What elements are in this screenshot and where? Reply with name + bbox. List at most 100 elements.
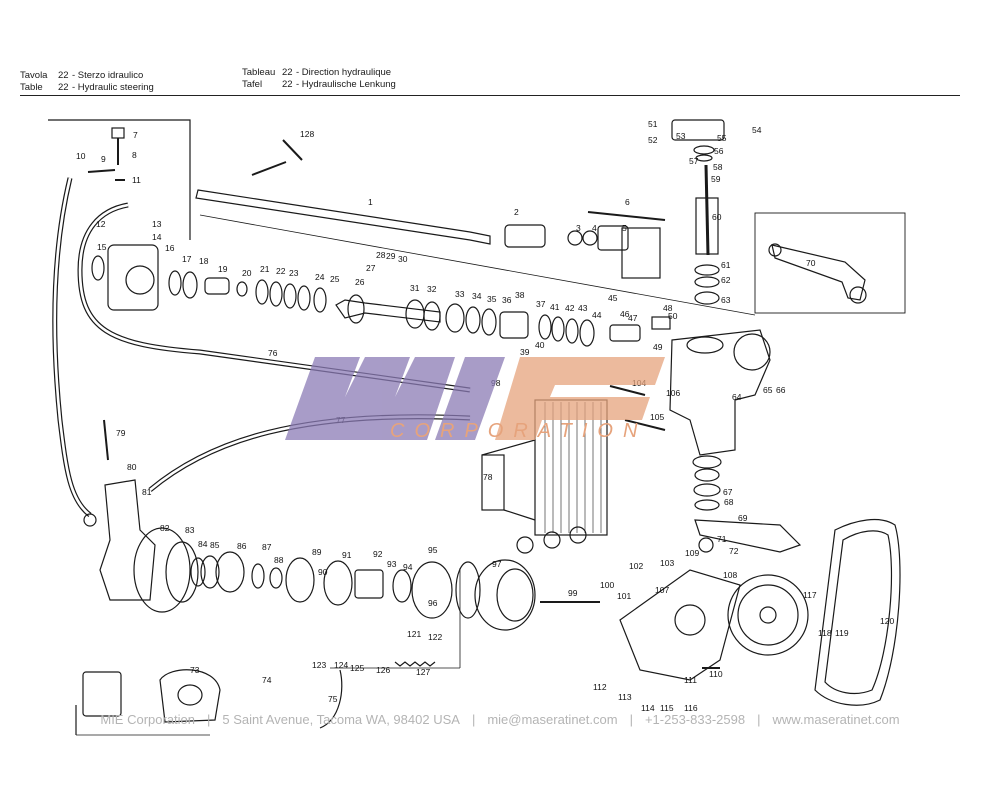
part-label-95: 95 <box>428 545 438 555</box>
footer-phone: +1-253-833-2598 <box>644 712 746 727</box>
part-label-73: 73 <box>190 665 200 675</box>
part-label-6: 6 <box>625 197 630 207</box>
part-label-27: 27 <box>366 263 376 273</box>
part-label-60: 60 <box>712 212 722 222</box>
part-label-74: 74 <box>262 675 272 685</box>
part-label-2: 2 <box>514 207 519 217</box>
part-label-114: 114 <box>641 703 655 713</box>
part-label-103: 103 <box>660 558 674 568</box>
part-label-96: 96 <box>428 598 438 608</box>
part-label-19: 19 <box>218 264 228 274</box>
part-label-70: 70 <box>806 258 816 268</box>
part-label-28: 28 <box>376 250 386 260</box>
footer-website[interactable]: www.maseratinet.com <box>772 712 900 727</box>
header-french-german: Tableau 22 - Direction hydraulique Tafel… <box>242 67 396 91</box>
header-fr-title: - Direction hydraulique <box>296 67 392 78</box>
part-label-79: 79 <box>116 428 126 438</box>
part-label-113: 113 <box>618 692 632 702</box>
part-label-40: 40 <box>535 340 545 350</box>
part-label-7: 7 <box>133 130 138 140</box>
part-label-98: 98 <box>491 378 501 388</box>
part-label-34: 34 <box>472 291 482 301</box>
part-label-12: 12 <box>96 219 106 229</box>
part-label-55: 55 <box>717 133 727 143</box>
page-footer: MIE Corporation|5 Saint Avenue, Tacoma W… <box>100 712 900 727</box>
part-label-86: 86 <box>237 541 247 551</box>
part-label-128: 128 <box>300 129 314 139</box>
part-label-45: 45 <box>608 293 618 303</box>
part-label-111: 111 <box>684 675 697 685</box>
footer-email[interactable]: mie@maseratinet.com <box>487 712 618 727</box>
watermark-logo-e <box>495 357 665 440</box>
part-label-54: 54 <box>752 125 762 135</box>
part-label-119: 119 <box>835 628 849 638</box>
part-label-52: 52 <box>648 135 658 145</box>
part-label-58: 58 <box>713 162 723 172</box>
watermark-logo-i <box>435 357 505 440</box>
part-label-125: 125 <box>350 663 364 673</box>
part-label-112: 112 <box>593 682 607 692</box>
page-header: Tavola 22 - Sterzo idraulico Table 22 - … <box>0 0 1000 100</box>
part-label-64: 64 <box>732 392 742 402</box>
header-rule <box>20 95 960 96</box>
part-label-30: 30 <box>398 254 408 264</box>
part-label-33: 33 <box>455 289 465 299</box>
header-de-title: - Hydraulische Lenkung <box>296 79 396 90</box>
part-label-44: 44 <box>592 310 602 320</box>
valve-housing <box>107 244 159 311</box>
header-it-num: 22 <box>58 70 69 81</box>
part-label-121: 121 <box>407 629 421 639</box>
part-label-51: 51 <box>648 119 658 129</box>
pulley-109 <box>727 574 809 656</box>
part-label-31: 31 <box>410 283 420 293</box>
header-en-num: 22 <box>58 82 69 93</box>
part-label-97: 97 <box>492 559 502 569</box>
part-label-61: 61 <box>721 260 731 270</box>
part-label-69: 69 <box>738 513 748 523</box>
part-label-59: 59 <box>711 174 721 184</box>
part-label-115: 115 <box>660 703 674 713</box>
part-label-124: 124 <box>334 660 348 670</box>
part-label-116: 116 <box>684 703 698 713</box>
part-label-106: 106 <box>666 388 680 398</box>
part-label-67: 67 <box>723 487 733 497</box>
part-label-8: 8 <box>132 150 137 160</box>
mie-corporation-watermark: CORPORATION <box>285 357 665 442</box>
part-label-93: 93 <box>387 559 397 569</box>
part-label-4: 4 <box>592 223 597 233</box>
header-fr-label: Tableau <box>242 67 276 78</box>
part-label-49: 49 <box>653 342 663 352</box>
pump-reservoir <box>99 479 156 601</box>
part-label-72: 72 <box>729 546 739 556</box>
part-label-35: 35 <box>487 294 497 304</box>
part-label-118: 118 <box>818 628 832 638</box>
part-label-53: 53 <box>676 131 686 141</box>
part-label-105: 105 <box>650 412 664 422</box>
header-de-num: 22 <box>282 79 293 90</box>
part-label-90: 90 <box>318 567 328 577</box>
watermark-subtext: CORPORATION <box>390 420 647 442</box>
header-en-title: - Hydraulic steering <box>72 82 154 93</box>
reservoir-frame <box>48 119 191 240</box>
part-label-15: 15 <box>97 242 107 252</box>
part-label-37: 37 <box>536 299 546 309</box>
pump-body <box>474 559 536 631</box>
part-label-36: 36 <box>502 295 512 305</box>
exploded-parts-diagram: 1234567891011121314151617181920212223242… <box>48 119 906 736</box>
header-de-label: Tafel <box>242 79 263 90</box>
part-label-50: 50 <box>668 311 678 321</box>
header-italian-english: Tavola 22 - Sterzo idraulico Table 22 - … <box>20 70 154 94</box>
part-label-87: 87 <box>262 542 272 552</box>
header-fr-num: 22 <box>282 67 293 78</box>
part-label-122: 122 <box>428 632 442 642</box>
part-label-65: 65 <box>763 385 773 395</box>
pump-bracket <box>619 569 741 681</box>
part-label-14: 14 <box>152 232 162 242</box>
part-label-100: 100 <box>600 580 614 590</box>
part-label-42: 42 <box>565 303 575 313</box>
part-label-16: 16 <box>165 243 175 253</box>
part-label-66: 66 <box>776 385 786 395</box>
part-label-123: 123 <box>312 660 326 670</box>
part-label-75: 75 <box>328 694 338 704</box>
